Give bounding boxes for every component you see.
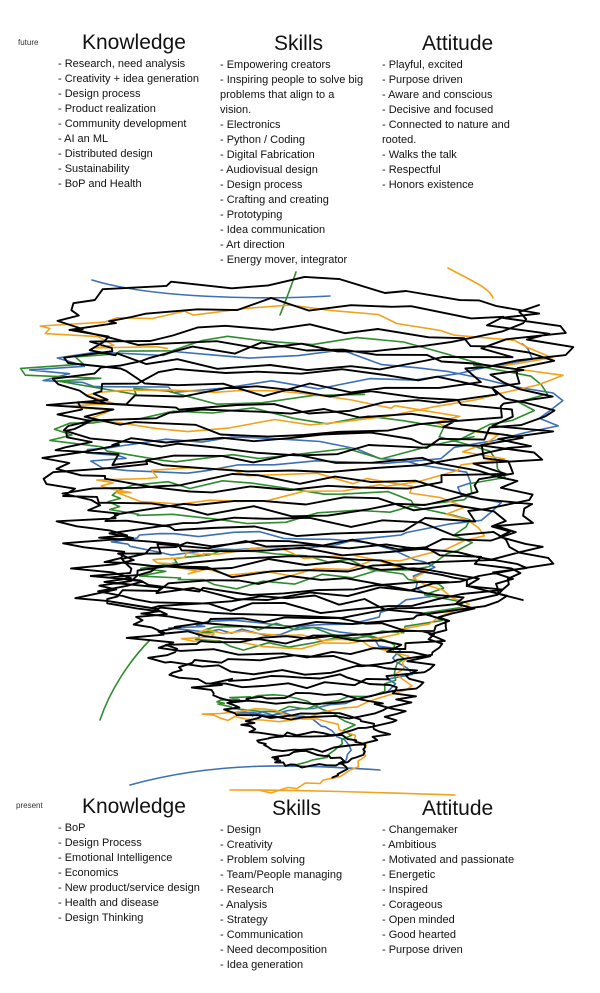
orange-tail-top-stroke — [447, 267, 494, 299]
list-item: - Creativity + idea generation — [58, 73, 199, 85]
list-item: - Design — [220, 824, 261, 836]
present-skills-title: Skills — [272, 797, 322, 820]
list-item: - Idea generation — [220, 959, 304, 971]
blue-tail-bottom-stroke — [129, 765, 381, 786]
list-item: - Sustainability — [58, 163, 130, 175]
list-item: - Strategy — [220, 914, 268, 926]
present-knowledge-column: Knowledge - BoP - Design Process - Emotion… — [58, 795, 218, 926]
future-skills-column: Skills - Empowering creators - Inspiring … — [220, 32, 368, 268]
blue-tail-top-stroke — [91, 279, 331, 299]
list-item: - AI an ML — [58, 133, 109, 145]
list-item: - Python / Coding — [220, 134, 305, 146]
list-item: - Communication — [220, 929, 304, 941]
list-item: - Research, need analysis — [58, 58, 186, 70]
black-scribble-strokes — [41, 275, 575, 779]
green-tail-top-stroke — [279, 271, 297, 316]
list-item: - Design Thinking — [58, 912, 144, 924]
list-item: - Team/People managing — [220, 869, 343, 881]
present-skills-list: - Design - Creativity - Problem solving - T… — [220, 823, 370, 973]
list-item: - Decisive and focused — [382, 104, 494, 116]
list-item: - Art direction — [220, 239, 285, 251]
future-skills-list: - Empowering creators - Inspiring people … — [220, 58, 368, 268]
list-item: - Need decomposition — [220, 944, 328, 956]
list-item: - Product realization — [58, 103, 156, 115]
list-item: - Changemaker — [382, 824, 458, 836]
list-item: - Audiovisual design — [220, 164, 318, 176]
list-item: - Energy mover, integrator — [220, 254, 348, 266]
future-attitude-column: Attitude - Playful, excited - Purpose dri… — [382, 32, 532, 193]
black-swirl-stroke-lower — [89, 538, 522, 779]
list-item: - Honors existence — [382, 179, 474, 191]
future-label: future — [18, 38, 39, 47]
list-item: - BoP and Health — [58, 178, 142, 190]
list-item: - Design process — [220, 179, 303, 191]
future-attitude-list: - Playful, excited - Purpose driven - Awar… — [382, 58, 532, 193]
list-item: - Empowering creators — [220, 59, 331, 71]
list-item: - Motivated and passionate — [382, 854, 515, 866]
list-item: - Emotional Intelligence — [58, 852, 173, 864]
list-item: - Idea communication — [220, 224, 326, 236]
list-item: - Inspired — [382, 884, 428, 896]
present-knowledge-list: - BoP - Design Process - Emotional Intelli… — [58, 821, 218, 926]
list-item: - Purpose driven — [382, 944, 463, 956]
list-item: - Research — [220, 884, 274, 896]
list-item: - Distributed design — [58, 148, 153, 160]
future-knowledge-list: - Research, need analysis - Creativity + … — [58, 57, 218, 192]
list-item: - Connected to nature and rooted. — [382, 119, 510, 146]
list-item: - Digital Fabrication — [220, 149, 315, 161]
present-attitude-list: - Changemaker - Ambitious - Motivated and … — [382, 823, 542, 958]
list-item: - Open minded — [382, 914, 455, 926]
present-attitude-column: Attitude - Changemaker - Ambitious - Motiv… — [382, 797, 542, 958]
future-skills-title: Skills — [274, 32, 324, 55]
present-attitude-title: Attitude — [422, 797, 494, 820]
black-swirl-stroke-upper — [41, 275, 575, 619]
present-skills-column: Skills - Design - Creativity - Problem sol… — [220, 797, 370, 973]
list-item: - Energetic — [382, 869, 436, 881]
future-knowledge-column: Knowledge - Research, need analysis - Cre… — [58, 31, 218, 192]
list-item: - Corageous — [382, 899, 443, 911]
list-item: - Ambitious — [382, 839, 437, 851]
list-item: - Prototyping — [220, 209, 283, 221]
list-item: - Respectful — [382, 164, 441, 176]
present-knowledge-title: Knowledge — [82, 795, 186, 818]
list-item: - Walks the talk — [382, 149, 457, 161]
future-knowledge-title: Knowledge — [82, 31, 186, 54]
list-item: - Aware and conscious — [382, 89, 493, 101]
list-item: - Creativity — [220, 839, 273, 851]
list-item: - Economics — [58, 867, 119, 879]
future-attitude-title: Attitude — [422, 32, 494, 55]
list-item: - Inspiring people to solve big problems… — [220, 74, 364, 116]
orange-tail-bottom-stroke — [229, 789, 456, 796]
green-tail-bottom-stroke — [99, 639, 151, 721]
list-item: - Purpose driven — [382, 74, 463, 86]
list-item: - Design process — [58, 88, 141, 100]
list-item: - Good hearted — [382, 929, 456, 941]
list-item: - Problem solving — [220, 854, 305, 866]
list-item: - BoP — [58, 822, 86, 834]
list-item: - Design Process — [58, 837, 142, 849]
list-item: - Analysis — [220, 899, 268, 911]
list-item: - Playful, excited — [382, 59, 463, 71]
list-item: - New product/service design — [58, 882, 200, 894]
list-item: - Community development — [58, 118, 187, 130]
list-item: - Crafting and creating — [220, 194, 329, 206]
list-item: - Electronics — [220, 119, 281, 131]
list-item: - Health and disease — [58, 897, 159, 909]
present-label: present — [16, 801, 43, 810]
